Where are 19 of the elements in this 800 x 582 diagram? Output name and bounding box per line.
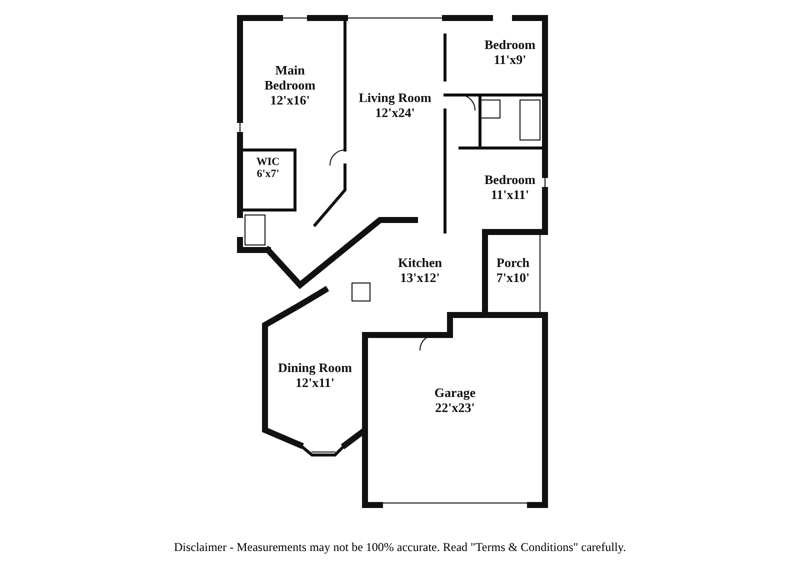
room-dimensions: 6'x7' [256, 168, 280, 180]
room-dimensions: 22'x23' [434, 400, 476, 415]
room-name: Porch [496, 255, 530, 270]
room-name: Dining Room [276, 360, 354, 375]
room-name: WIC [255, 156, 281, 168]
room-name: Main Bedroom [263, 62, 317, 92]
room-name: Bedroom [483, 172, 537, 187]
room-dimensions: 13'x12' [399, 270, 441, 285]
room-name: Living Room [358, 90, 432, 105]
room-dimensions: 12'x24' [374, 105, 416, 120]
room-name: Garage [433, 385, 477, 400]
room-dimensions: 12'x16' [269, 92, 311, 108]
room-dimensions: 12'x11' [294, 375, 336, 390]
room-dimensions: 11'x11' [490, 187, 530, 202]
disclaimer-caption: Disclaimer - Measurements may not be 100% accurate. Read "Terms & Conditions" carefully. [174, 540, 626, 554]
room-dimensions: 7'x10' [495, 270, 531, 285]
room-dimensions: 11'x9' [492, 52, 528, 67]
room-name: Bedroom [483, 37, 537, 52]
room-name: Kitchen [396, 255, 444, 270]
